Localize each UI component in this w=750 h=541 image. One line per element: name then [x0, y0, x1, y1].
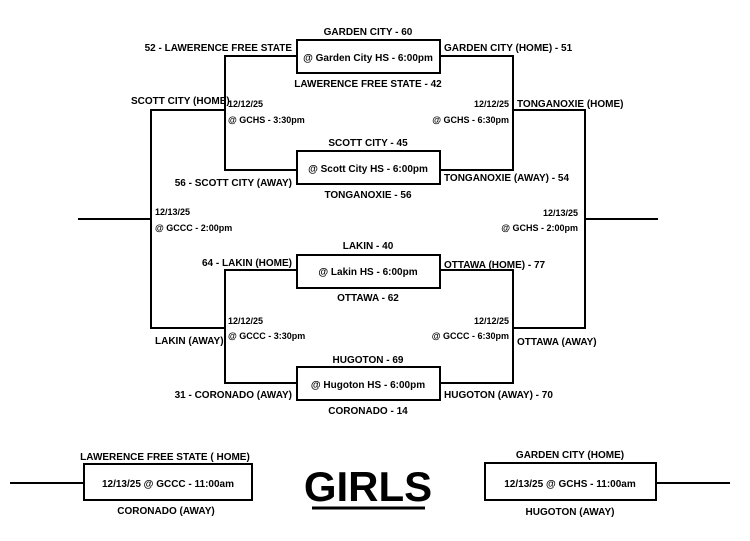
g3-loser-bottom: OTTAWA - 62	[337, 293, 399, 304]
bracket-line-right-upper	[440, 55, 514, 171]
bracket-line-left-upper	[224, 55, 297, 171]
g4-loser-bottom: CORONADO - 14	[328, 406, 408, 417]
game-box-2	[296, 150, 441, 185]
consolation-left-home: LAWERENCE FREE STATE ( HOME)	[80, 452, 250, 463]
game-box-4	[296, 366, 441, 401]
r2-left-top-venue: @ GCHS - 3:30pm	[228, 115, 305, 125]
r2-right-top-venue: @ GCHS - 6:30pm	[432, 115, 509, 125]
r2-left-bottom-team: LAKIN (AWAY)	[155, 336, 224, 347]
g3-winner-top: LAKIN - 40	[343, 241, 394, 252]
game-box-3	[296, 254, 441, 289]
r2-left-bottom-venue: @ GCCC - 3:30pm	[228, 331, 305, 341]
r2-right-bottom-date: 12/12/25	[474, 316, 509, 326]
g1-venue: @ Garden City HS - 6:00pm	[303, 53, 433, 64]
g4-venue: @ Hugoton HS - 6:00pm	[311, 380, 425, 391]
g1-winner-top: GARDEN CITY - 60	[324, 27, 413, 38]
bracket-line-right-outer	[513, 109, 586, 329]
final-right-venue: @ GCHS - 2:00pm	[501, 223, 578, 233]
g4-right-team: HUGOTON (AWAY) - 70	[444, 390, 553, 401]
g2-left-team: 56 - SCOTT CITY (AWAY)	[175, 178, 292, 189]
bracket-line-right-lower	[440, 269, 514, 384]
g1-left-team: 52 - LAWERENCE FREE STATE	[145, 43, 293, 54]
r2-right-top-team: TONGANOXIE (HOME)	[517, 99, 623, 110]
r2-right-bottom-venue: @ GCCC - 6:30pm	[432, 331, 509, 341]
g2-venue: @ Scott City HS - 6:00pm	[308, 164, 428, 175]
bracket-line-left-lower	[224, 269, 297, 384]
page-title: GIRLS	[304, 463, 432, 510]
consolation-left-venue: 12/13/25 @ GCCC - 11:00am	[102, 479, 234, 490]
g1-right-team: GARDEN CITY (HOME) - 51	[444, 43, 573, 54]
consolation-box-right	[484, 462, 657, 501]
consolation-right-away: HUGOTON (AWAY)	[526, 507, 615, 518]
g3-left-team: 64 - LAKIN (HOME)	[202, 258, 292, 269]
g2-right-team: TONGANOXIE (AWAY) - 54	[444, 173, 569, 184]
consolation-left-away: CORONADO (AWAY)	[117, 506, 214, 517]
r2-right-bottom-team: OTTAWA (AWAY)	[517, 337, 597, 348]
g3-right-team: OTTAWA (HOME) - 77	[444, 260, 546, 271]
g4-winner-top: HUGOTON - 69	[333, 355, 404, 366]
final-right-date: 12/13/25	[543, 208, 578, 218]
consolation-right-home: GARDEN CITY (HOME)	[516, 450, 624, 461]
g2-winner-top: SCOTT CITY - 45	[328, 138, 408, 149]
r2-right-top-date: 12/12/25	[474, 99, 509, 109]
final-left-venue: @ GCCC - 2:00pm	[155, 223, 232, 233]
final-left-date: 12/13/25	[155, 207, 190, 217]
g4-left-team: 31 - CORONADO (AWAY)	[175, 390, 292, 401]
r2-left-top-date: 12/12/25	[228, 99, 263, 109]
consolation-box-left	[83, 463, 253, 501]
g1-loser-bottom: LAWERENCE FREE STATE - 42	[294, 79, 442, 90]
game-box-1	[296, 39, 441, 74]
g3-venue: @ Lakin HS - 6:00pm	[318, 267, 417, 278]
bracket-line-left-outer	[150, 109, 225, 329]
g2-loser-bottom: TONGANOXIE - 56	[324, 190, 411, 201]
r2-left-top-team: SCOTT CITY (HOME)	[131, 96, 230, 107]
consolation-right-venue: 12/13/25 @ GCHS - 11:00am	[504, 479, 636, 490]
r2-left-bottom-date: 12/12/25	[228, 316, 263, 326]
